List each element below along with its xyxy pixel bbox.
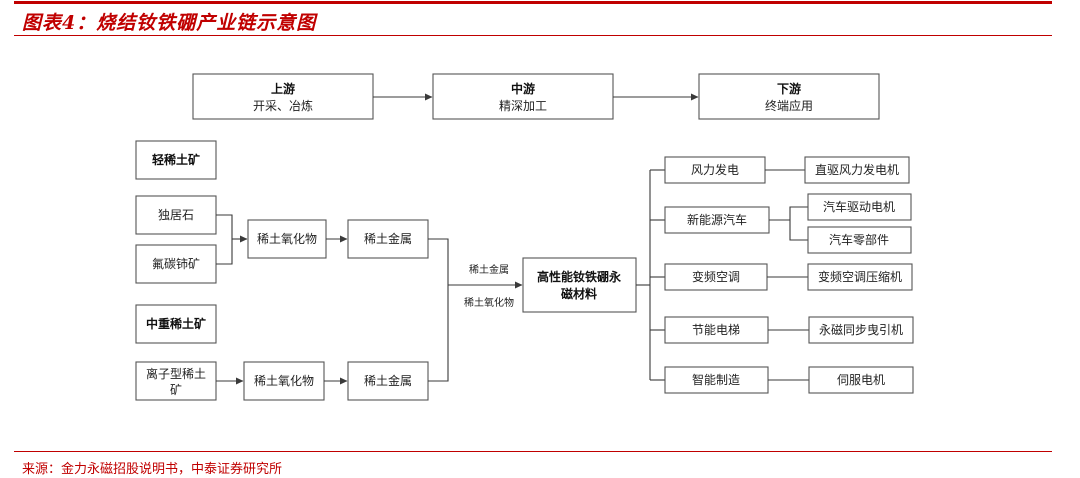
- heavy-metal-box: 稀土金属: [347, 361, 429, 401]
- core-label-line2: 磁材料: [560, 286, 597, 301]
- stage-midstream-sub: 精深加工: [499, 99, 547, 113]
- footer-divider: [14, 451, 1052, 452]
- app-vfac: 变频空调: [664, 263, 768, 291]
- stage-downstream-sub: 终端应用: [765, 98, 813, 113]
- stage-upstream-sub: 开采、冶炼: [253, 98, 313, 113]
- stage-midstream: 中游 精深加工: [432, 73, 614, 120]
- product-vfac-label: 变频空调压缩机: [818, 269, 902, 284]
- app-smart: 智能制造: [664, 366, 769, 394]
- light-ore-bracket: [216, 214, 233, 265]
- light-oxide-box: 稀土氧化物: [247, 219, 327, 259]
- product-wind-label: 直驱风力发电机: [815, 162, 899, 177]
- app-smart-label: 智能制造: [692, 372, 740, 387]
- light-metal-label: 稀土金属: [364, 231, 412, 246]
- title-divider: [14, 35, 1052, 36]
- product-nev-motor-label: 汽车驱动电机: [823, 199, 895, 214]
- stage-midstream-title: 中游: [511, 81, 535, 96]
- app-wind-label: 风力发电: [691, 162, 739, 177]
- heavy-ree-heading: 中重稀土矿: [135, 304, 217, 344]
- connector-label-metal: 稀土金属: [469, 263, 509, 276]
- app-elevator-label: 节能电梯: [692, 323, 740, 337]
- product-nev-parts: 汽车零部件: [807, 226, 912, 254]
- light-ree-label: 轻稀土矿: [152, 152, 200, 167]
- ore-monazite-label: 独居石: [158, 208, 194, 222]
- heavy-oxide-box: 稀土氧化物: [243, 361, 325, 401]
- app-nev: 新能源汽车: [664, 206, 770, 234]
- product-elevator-label: 永磁同步曳引机: [819, 322, 903, 337]
- ore-ionic: 离子型稀土 矿: [135, 361, 217, 401]
- stage-downstream: 下游 终端应用: [698, 73, 880, 120]
- app-wind: 风力发电: [664, 156, 766, 184]
- app-nev-label: 新能源汽车: [687, 212, 747, 227]
- ore-bastnaesite: 氟碳铈矿: [135, 244, 217, 284]
- light-metal-box: 稀土金属: [347, 219, 429, 259]
- product-vfac: 变频空调压缩机: [807, 263, 913, 291]
- stage-downstream-title: 下游: [777, 81, 801, 96]
- figure-title: 图表4：烧结钕铁硼产业链示意图: [22, 12, 317, 34]
- stage-upstream-title: 上游: [271, 81, 295, 96]
- light-ree-heading: 轻稀土矿: [135, 140, 217, 180]
- app-elevator: 节能电梯: [664, 316, 769, 344]
- product-nev-parts-label: 汽车零部件: [829, 232, 889, 247]
- heavy-oxide-label: 稀土氧化物: [254, 374, 314, 388]
- product-nev-motor: 汽车驱动电机: [807, 193, 912, 221]
- product-smart-label: 伺服电机: [837, 373, 885, 387]
- heavy-ree-label: 中重稀土矿: [146, 316, 206, 331]
- nev-product-bracket: [789, 206, 808, 241]
- product-smart: 伺服电机: [808, 366, 914, 394]
- product-elevator: 永磁同步曳引机: [808, 316, 914, 344]
- core-label-line1: 高性能钕铁硼永: [537, 269, 621, 284]
- top-accent-bar: [14, 1, 1052, 4]
- ore-ionic-line2: 矿: [170, 383, 182, 397]
- product-wind: 直驱风力发电机: [804, 156, 910, 184]
- ore-ionic-line1: 离子型稀土: [146, 366, 206, 381]
- ore-monazite: 独居石: [135, 195, 217, 235]
- heavy-metal-label: 稀土金属: [364, 373, 412, 388]
- light-oxide-label: 稀土氧化物: [257, 232, 317, 246]
- core-ndfeb-box: 高性能钕铁硼永 磁材料: [522, 257, 637, 313]
- connector-label-oxide: 稀土氧化物: [464, 296, 514, 309]
- metal-merge-bracket: [428, 238, 449, 382]
- ore-bastnaesite-label: 氟碳铈矿: [152, 256, 200, 271]
- app-vfac-label: 变频空调: [692, 269, 740, 284]
- stage-upstream: 上游 开采、冶炼: [192, 73, 374, 120]
- source-note: 来源：金力永磁招股说明书，中泰证券研究所: [22, 462, 283, 477]
